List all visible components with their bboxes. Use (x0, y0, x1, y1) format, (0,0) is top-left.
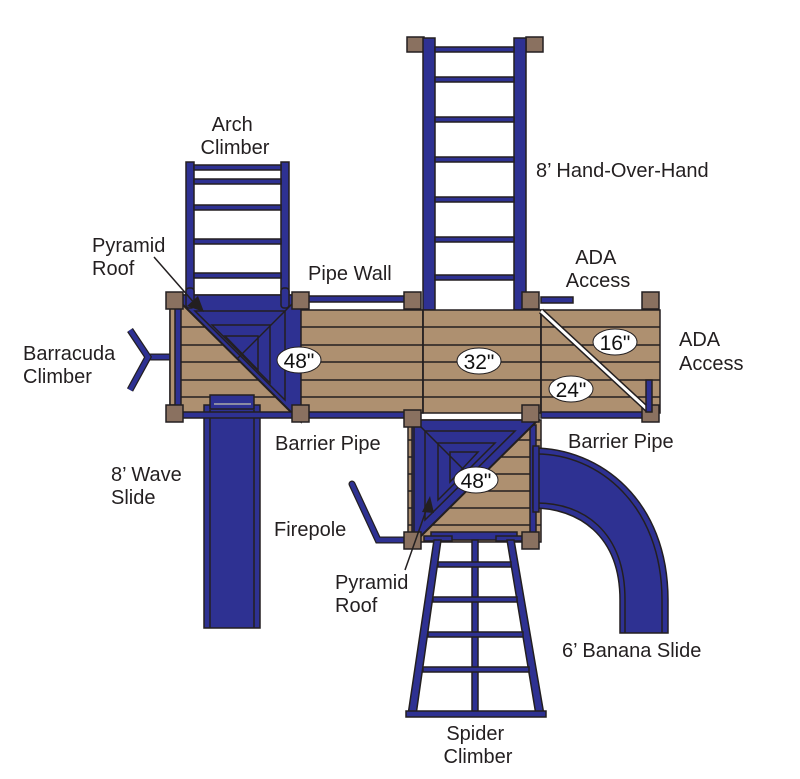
arch-climber (185, 161, 290, 303)
label-ada-access-top: ADA Access (566, 247, 630, 292)
height-badge-ramp-upper: 16" (592, 328, 638, 356)
climber-rung (193, 238, 282, 245)
label-barrier-pipe-left: Barrier Pipe (275, 433, 381, 455)
climber-rail-left (185, 161, 195, 303)
ladder-rung (434, 76, 515, 83)
climber-rung (432, 596, 518, 603)
label-pyramid-roof-bottom: Pyramid Roof (335, 572, 414, 617)
label-arch-climber: Arch Climber (201, 114, 270, 159)
post (521, 404, 540, 423)
climber-rung (193, 204, 282, 211)
ladder-rail-right (513, 37, 527, 311)
svg-text:16": 16" (600, 332, 631, 355)
label-banana-slide: 6’ Banana Slide (562, 640, 701, 662)
wave-slide-body (203, 404, 261, 629)
arrow-icon (187, 296, 204, 312)
climber-rung (193, 164, 282, 171)
post (641, 291, 660, 310)
post (521, 531, 540, 550)
post (165, 404, 184, 423)
height-badge-ramp-lower: 24" (548, 375, 594, 403)
post (291, 404, 310, 423)
ladder-rung (434, 236, 515, 243)
label-hand-over-hand: 8’ Hand-Over-Hand (536, 160, 709, 182)
post (521, 291, 540, 310)
height-badge-lower-tower: 48" (453, 466, 499, 494)
ladder-rung (434, 116, 515, 123)
post (291, 291, 310, 310)
label-pyramid-roof-top: Pyramid Roof (92, 235, 171, 280)
label-spider-climber: Spider Climber (444, 723, 513, 768)
ada-rail-right (645, 379, 653, 413)
left-pyramid-roof (171, 294, 302, 424)
climber-rung (422, 666, 530, 673)
ladder-rung (434, 46, 515, 53)
arrow-icon (422, 496, 434, 513)
label-ada-access-right: ADA Access (679, 329, 743, 375)
climber-rung (437, 561, 512, 568)
post (525, 36, 544, 53)
label-barrier-pipe-right: Barrier Pipe (568, 431, 674, 453)
ladder-rail-left (422, 37, 436, 311)
climber-rung (193, 178, 282, 185)
ladder-rung (434, 196, 515, 203)
label-pipe-wall: Pipe Wall (308, 263, 392, 285)
post (403, 291, 422, 310)
pipe-wall (299, 295, 411, 303)
ladder-rung (434, 156, 515, 163)
barrier-pipe-right (540, 411, 647, 419)
svg-text:48": 48" (284, 350, 315, 373)
climber-base (405, 710, 547, 718)
post (165, 291, 184, 310)
svg-text:32": 32" (464, 351, 495, 374)
climber-rail-left (407, 539, 442, 716)
ada-rail-top (540, 296, 574, 304)
height-badge-left-tower: 48" (276, 346, 322, 374)
leader-line (153, 256, 197, 306)
climber-rail-right (280, 161, 290, 303)
climber-rung (193, 272, 282, 279)
climber-rail-right (506, 539, 545, 716)
post (403, 409, 422, 428)
climber-rung (427, 631, 524, 638)
leader-line (404, 504, 429, 571)
svg-text:24": 24" (556, 379, 587, 402)
ladder-rung (434, 274, 515, 281)
spider-climber (405, 531, 547, 718)
svg-text:48": 48" (461, 470, 492, 493)
label-wave-slide: 8’ Wave Slide (111, 464, 187, 509)
hand-over-hand-ladder (406, 36, 544, 311)
post (403, 531, 422, 550)
label-firepole: Firepole (274, 519, 346, 541)
height-badge-center: 32" (456, 347, 502, 375)
wave-slide (203, 394, 261, 629)
post (406, 36, 425, 53)
banana-slide (532, 445, 669, 634)
side-rail (174, 304, 182, 411)
label-barracuda-climber: Barracuda Climber (23, 343, 121, 388)
